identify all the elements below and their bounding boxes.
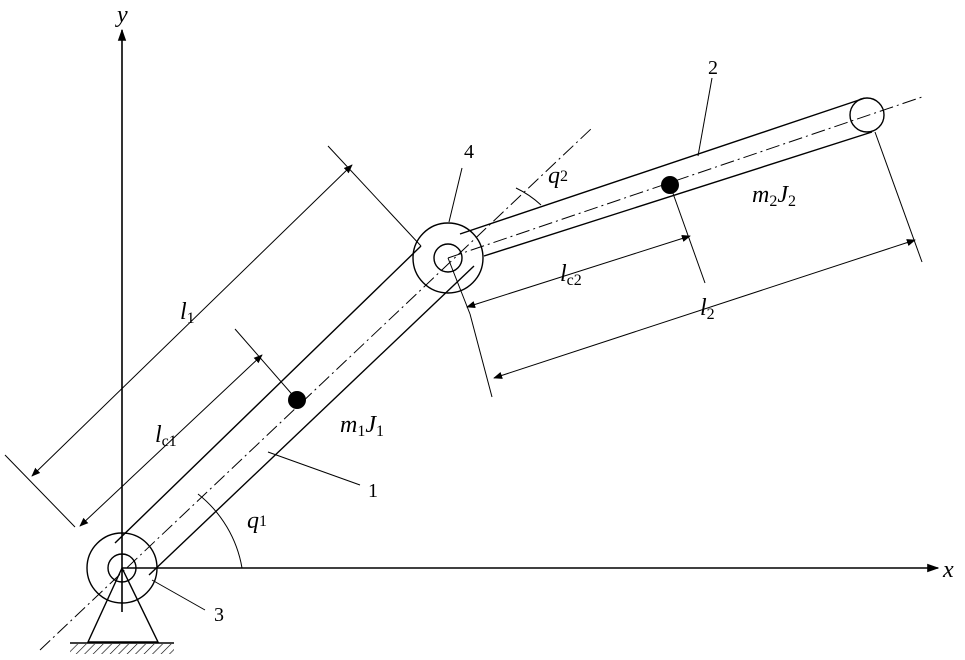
callout-2-leader: [698, 78, 712, 156]
q1-angle-arc: [198, 494, 242, 568]
dimension-lc1: [80, 329, 297, 526]
q1-label: q1: [247, 508, 267, 534]
q2-label: q2: [548, 163, 568, 189]
link1-mass-label: m1J1: [340, 412, 384, 440]
dimension-l1: [5, 146, 421, 527]
link2-centerline: [448, 96, 925, 258]
callout-4-number: 4: [464, 141, 474, 163]
lc2-label: lc2: [560, 261, 582, 289]
lc1-label: lc1: [155, 422, 177, 450]
l2-label: l2: [700, 295, 715, 323]
l1-label: l1: [180, 299, 195, 327]
callout-2-number: 2: [708, 57, 718, 79]
callout-1-leader: [268, 452, 360, 485]
link1-body: [115, 246, 474, 575]
callout-4-leader: [449, 168, 462, 222]
callout-1-number: 1: [368, 480, 378, 502]
x-axis-label: x: [942, 557, 954, 583]
link2-mass-label: m2J2: [752, 182, 796, 210]
callout-3-number: 3: [214, 604, 224, 626]
y-axis-label: y: [115, 2, 128, 28]
dimension-l2: [470, 132, 922, 397]
callout-3-leader: [152, 580, 205, 610]
dimension-lc2: [448, 185, 705, 314]
